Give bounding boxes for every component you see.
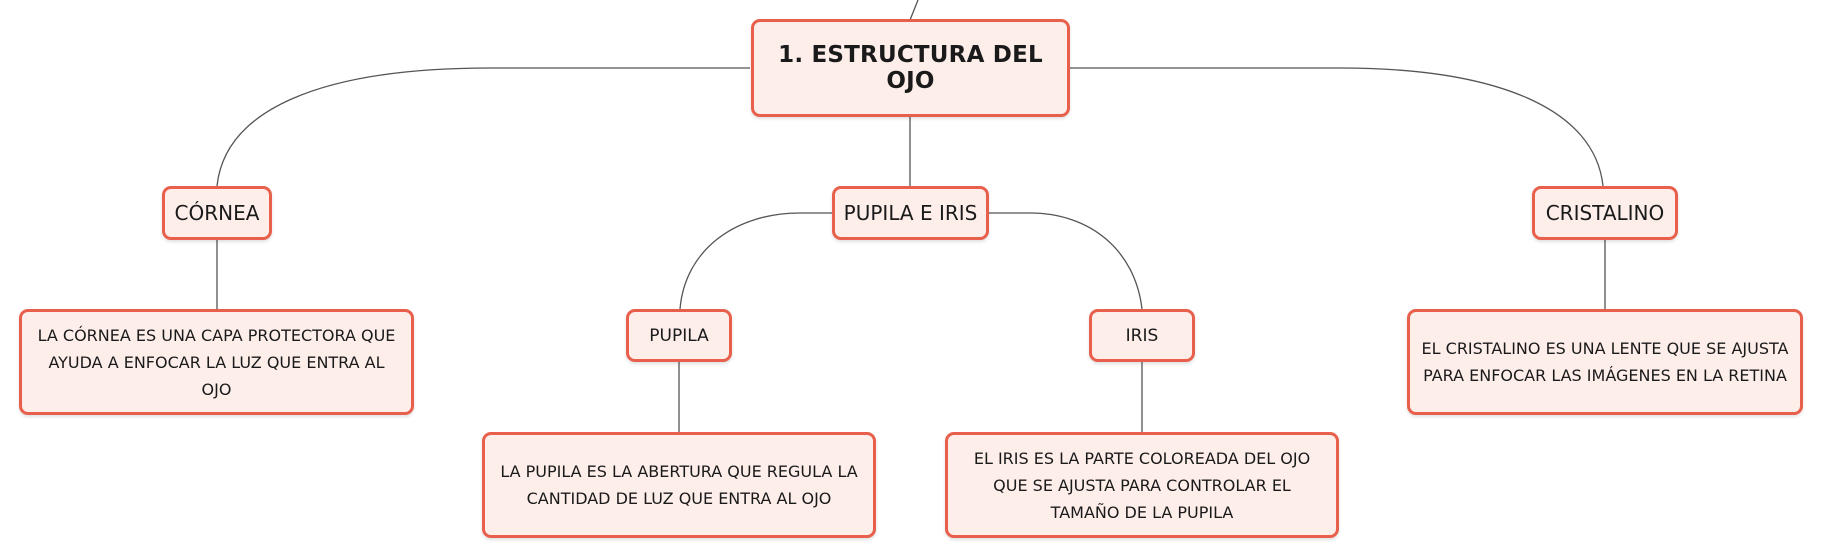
topic-label-pupila-iris: PUPILA E IRIS: [843, 201, 978, 225]
description-node-cristalino[interactable]: EL CRISTALINO ES UNA LENTE QUE SE AJUSTA…: [1407, 309, 1803, 415]
topic-label-cristalino: CRISTALINO: [1545, 201, 1665, 225]
topic-node-cristalino[interactable]: CRISTALINO: [1532, 186, 1678, 240]
connector-root-parent: [909, 0, 919, 21]
description-node-cornea[interactable]: LA CÓRNEA ES UNA CAPA PROTECTORA QUE AYU…: [19, 309, 414, 415]
description-text-cristalino: EL CRISTALINO ES UNA LENTE QUE SE AJUSTA…: [1421, 339, 1789, 385]
description-node-iris[interactable]: EL IRIS ES LA PARTE COLOREADA DEL OJO QU…: [945, 432, 1339, 538]
description-text-pupila: LA PUPILA ES LA ABERTURA QUE REGULA LA C…: [500, 462, 858, 508]
topic-label-cornea: CÓRNEA: [174, 201, 260, 225]
connector-pupila-iris-iris: [989, 212, 1143, 310]
subtopic-label-iris: IRIS: [1125, 325, 1159, 346]
connector-pupila-iris-pupila: [679, 212, 832, 310]
description-text-iris: EL IRIS ES LA PARTE COLOREADA DEL OJO QU…: [973, 448, 1311, 522]
description-node-pupila[interactable]: LA PUPILA ES LA ABERTURA QUE REGULA LA C…: [482, 432, 876, 538]
description-text-cornea: LA CÓRNEA ES UNA CAPA PROTECTORA QUE AYU…: [37, 325, 396, 399]
topic-node-cornea[interactable]: CÓRNEA: [162, 186, 272, 240]
subtopic-label-pupila: PUPILA: [649, 325, 709, 346]
subtopic-node-pupila[interactable]: PUPILA: [626, 309, 732, 362]
subtopic-node-iris[interactable]: IRIS: [1089, 309, 1195, 362]
connector-root-cornea: [216, 67, 750, 187]
root-label: 1. ESTRUCTURA DEL OJO: [778, 42, 1043, 94]
connector-root-cristalino: [1070, 67, 1604, 187]
root-node[interactable]: 1. ESTRUCTURA DEL OJO: [751, 19, 1070, 117]
topic-node-pupila-iris[interactable]: PUPILA E IRIS: [832, 186, 989, 240]
